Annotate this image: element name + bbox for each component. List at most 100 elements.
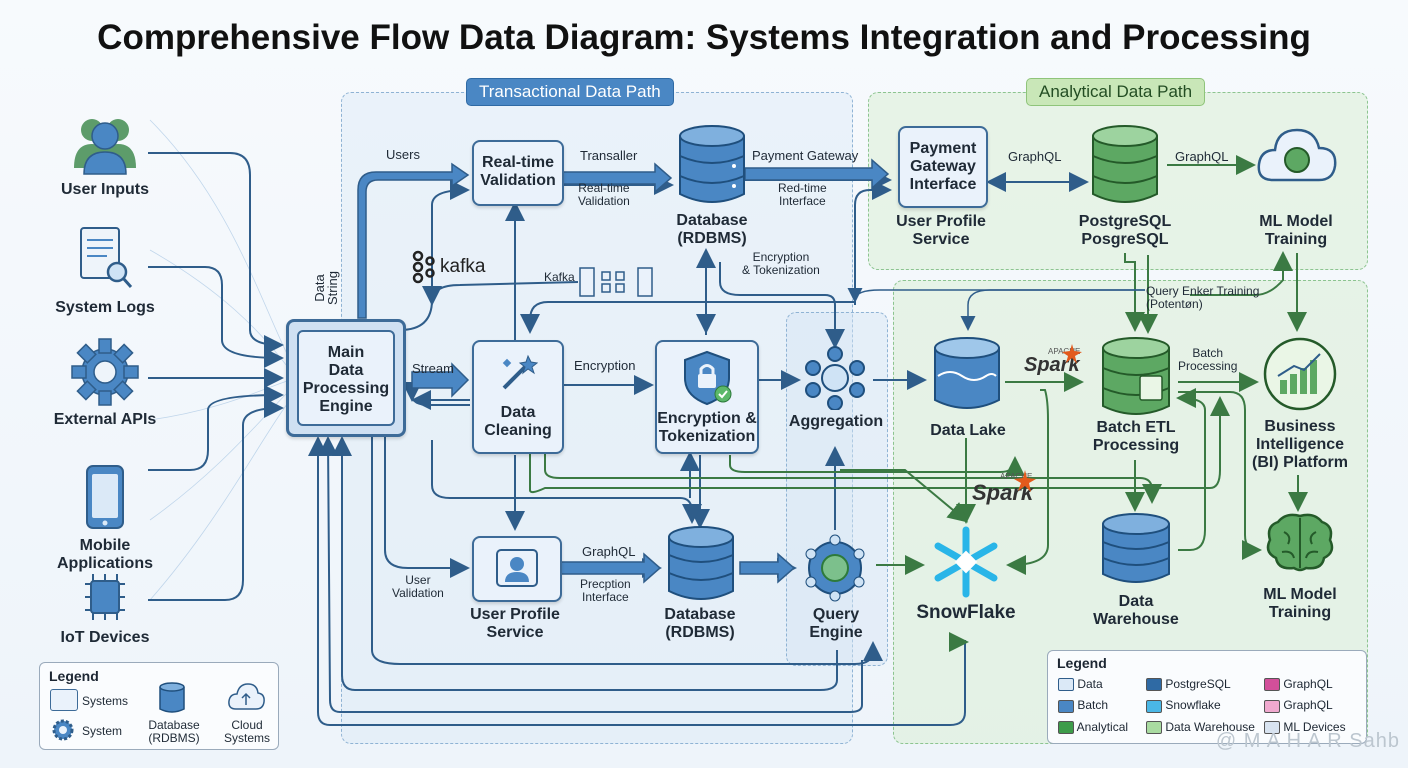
legend-item: Analytical — [1058, 720, 1146, 734]
spark-star-icon — [1062, 344, 1082, 364]
gear-icon — [71, 338, 139, 406]
kafka-queue-icon — [578, 266, 654, 303]
source-external-apis: External APIs — [40, 338, 170, 429]
legend-title: Legend — [1057, 655, 1107, 671]
data-lake-label: Data Lake — [930, 422, 1006, 439]
swatch — [1146, 678, 1162, 692]
edge-users: Users — [386, 147, 420, 162]
db-bottom — [667, 525, 735, 610]
db-top — [678, 122, 746, 213]
users-icon — [74, 119, 136, 175]
source-system-logs: System Logs — [40, 224, 170, 317]
database-icon — [668, 526, 734, 600]
snowflake-label: SnowFlake — [916, 602, 1016, 623]
legend-left: Legend Systems System Database (RDBMS) C… — [39, 662, 279, 750]
spark-label: Spark — [1024, 354, 1080, 376]
user-card-icon — [496, 549, 538, 587]
source-user-inputs: User Inputs — [40, 112, 170, 199]
swatch — [1146, 720, 1162, 734]
database-icon — [679, 125, 745, 203]
postgres-label: PostgreSQL PosgreSQL — [1078, 213, 1172, 248]
edge-kafka: Kafka — [544, 270, 575, 284]
database-green-icon — [1092, 125, 1158, 203]
swatch — [1058, 678, 1074, 692]
legend-item: Systems — [82, 694, 129, 708]
snowflake-node — [930, 526, 1002, 603]
database-icon — [159, 682, 185, 713]
transactional-region — [341, 92, 853, 744]
system-box-icon — [50, 689, 78, 711]
snowflake-icon — [934, 526, 998, 598]
payment-gateway-label: Payment Gateway Interface — [909, 140, 977, 193]
ml-top-node — [1255, 122, 1339, 193]
data-lake-node — [932, 336, 1002, 419]
swatch — [1264, 678, 1280, 692]
edge-realtime-validation: Real-time Validation — [578, 181, 630, 208]
legend-item: ML Devices — [1264, 720, 1354, 734]
chip-icon — [85, 574, 125, 620]
batch-etl-label: Batch ETL Processing — [1092, 419, 1180, 454]
transactional-path-label: Transactional Data Path — [466, 78, 674, 106]
ml-bottom-node — [1264, 510, 1336, 579]
kafka-logo: kafka — [410, 250, 485, 284]
ml-top-label: ML Model Training — [1259, 213, 1333, 248]
edge-precption-interface: Precption Interface — [580, 577, 631, 604]
aggregation-node — [803, 346, 867, 415]
legend-item: Data Warehouse — [1146, 720, 1264, 734]
payment-gateway-box: Payment Gateway Interface — [898, 126, 988, 208]
ml-bottom-label: ML Model Training — [1263, 586, 1337, 621]
edge-batch-processing: Batch Processing — [1178, 346, 1238, 373]
analytical-path-label: Analytical Data Path — [1026, 78, 1206, 106]
swatch — [1058, 720, 1074, 734]
user-profile-bottom-box — [472, 536, 562, 602]
legend-item: Cloud Systems — [223, 718, 270, 745]
edge-graphql-2: GraphQL — [1175, 149, 1229, 164]
legend-item: GraphQL — [1264, 698, 1354, 713]
legend-item: Batch — [1058, 698, 1146, 713]
user-profile-top-label: User Profile Service — [896, 213, 986, 248]
query-engine-label: Query Engine — [809, 606, 863, 641]
swatch — [1058, 699, 1074, 713]
db-bottom-label: Database (RDBMS) — [664, 606, 736, 641]
edge-graphql-1: GraphQL — [1008, 149, 1062, 164]
edge-query-enker: Query Enker Training (Potentøn) — [1146, 284, 1260, 311]
smartphone-icon — [86, 465, 124, 529]
queue-icon — [579, 267, 653, 297]
swatch — [1264, 699, 1280, 713]
engine-label: Main Data Processing Engine — [302, 344, 390, 415]
spark-star-icon — [1014, 470, 1036, 492]
kafka-label: kafka — [440, 256, 486, 277]
main-engine-box: Main Data Processing Engine — [286, 319, 406, 437]
database-green-icon — [1102, 337, 1170, 415]
legend-item: System — [82, 724, 123, 738]
bar-chart-icon — [1263, 337, 1337, 411]
data-warehouse-node — [1100, 512, 1172, 593]
source-iot-devices: IoT Devices — [40, 570, 170, 647]
data-cleaning-box: Data Cleaning — [472, 340, 564, 454]
watermark: @ M A H A R Sahb — [1215, 730, 1400, 752]
source-label: External APIs — [53, 411, 157, 428]
legend-item: PostgreSQL — [1146, 677, 1264, 692]
cluster-icon — [805, 346, 865, 411]
legend-item: Database (RDBMS) — [148, 718, 200, 745]
db-top-label: Database (RDBMS) — [676, 212, 748, 247]
source-label: System Logs — [55, 299, 155, 316]
edge-graphql-3: GraphQL — [582, 544, 636, 559]
kafka-icon — [412, 250, 435, 284]
spark-small-label-2: APACHE — [1000, 472, 1033, 481]
gear-icon — [52, 719, 74, 741]
edge-transaller: Transaller — [580, 148, 638, 163]
user-profile-bottom-label: User Profile Service — [470, 606, 560, 641]
document-search-icon — [80, 227, 133, 288]
data-cleaning-label: Data Cleaning — [484, 404, 552, 439]
magic-wand-icon — [502, 354, 538, 390]
query-engine-node — [801, 534, 869, 607]
brain-icon — [1266, 513, 1334, 572]
database-icon — [1102, 513, 1170, 583]
cloud-brain-icon — [1257, 128, 1337, 182]
postgres-node — [1090, 122, 1158, 213]
data-lake-icon — [934, 337, 1000, 409]
legend-item: Snowflake — [1146, 698, 1264, 713]
legend-item: Data — [1058, 677, 1146, 692]
encryption-label: Encryption & Tokenization — [657, 410, 757, 445]
